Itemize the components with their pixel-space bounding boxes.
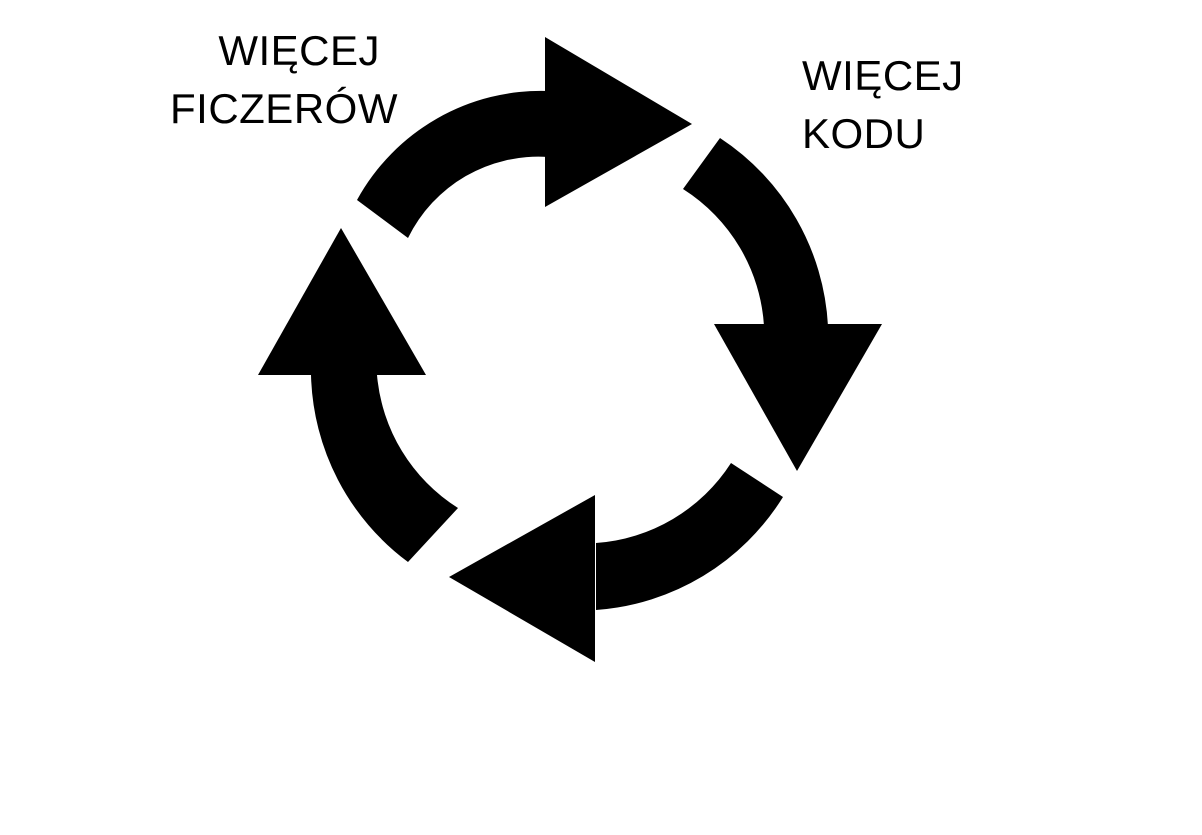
label-more-features-line1: WIĘCEJ bbox=[218, 27, 380, 74]
arrow-left-shaft bbox=[311, 375, 458, 562]
arrow-top-shaft bbox=[357, 90, 548, 238]
arrow-top bbox=[357, 37, 692, 238]
arrow-bottom bbox=[449, 463, 783, 662]
arrow-right-head bbox=[714, 324, 882, 471]
arrow-bottom-head bbox=[449, 495, 595, 662]
arrow-bottom-shaft bbox=[596, 463, 783, 610]
label-more-features-line2: FICZERÓW bbox=[170, 85, 398, 132]
arrow-right bbox=[683, 138, 882, 471]
label-more-features: WIĘCEJ FICZERÓW bbox=[170, 22, 398, 138]
arrow-top-head bbox=[545, 37, 692, 207]
arrow-left-head bbox=[258, 228, 426, 375]
label-more-code: WIĘCEJ KODU bbox=[802, 47, 1002, 163]
arrow-right-shaft bbox=[683, 138, 828, 326]
arrow-left bbox=[258, 228, 458, 562]
label-more-code-line1: WIĘCEJ bbox=[802, 52, 964, 99]
label-more-code-line2: KODU bbox=[802, 110, 926, 157]
